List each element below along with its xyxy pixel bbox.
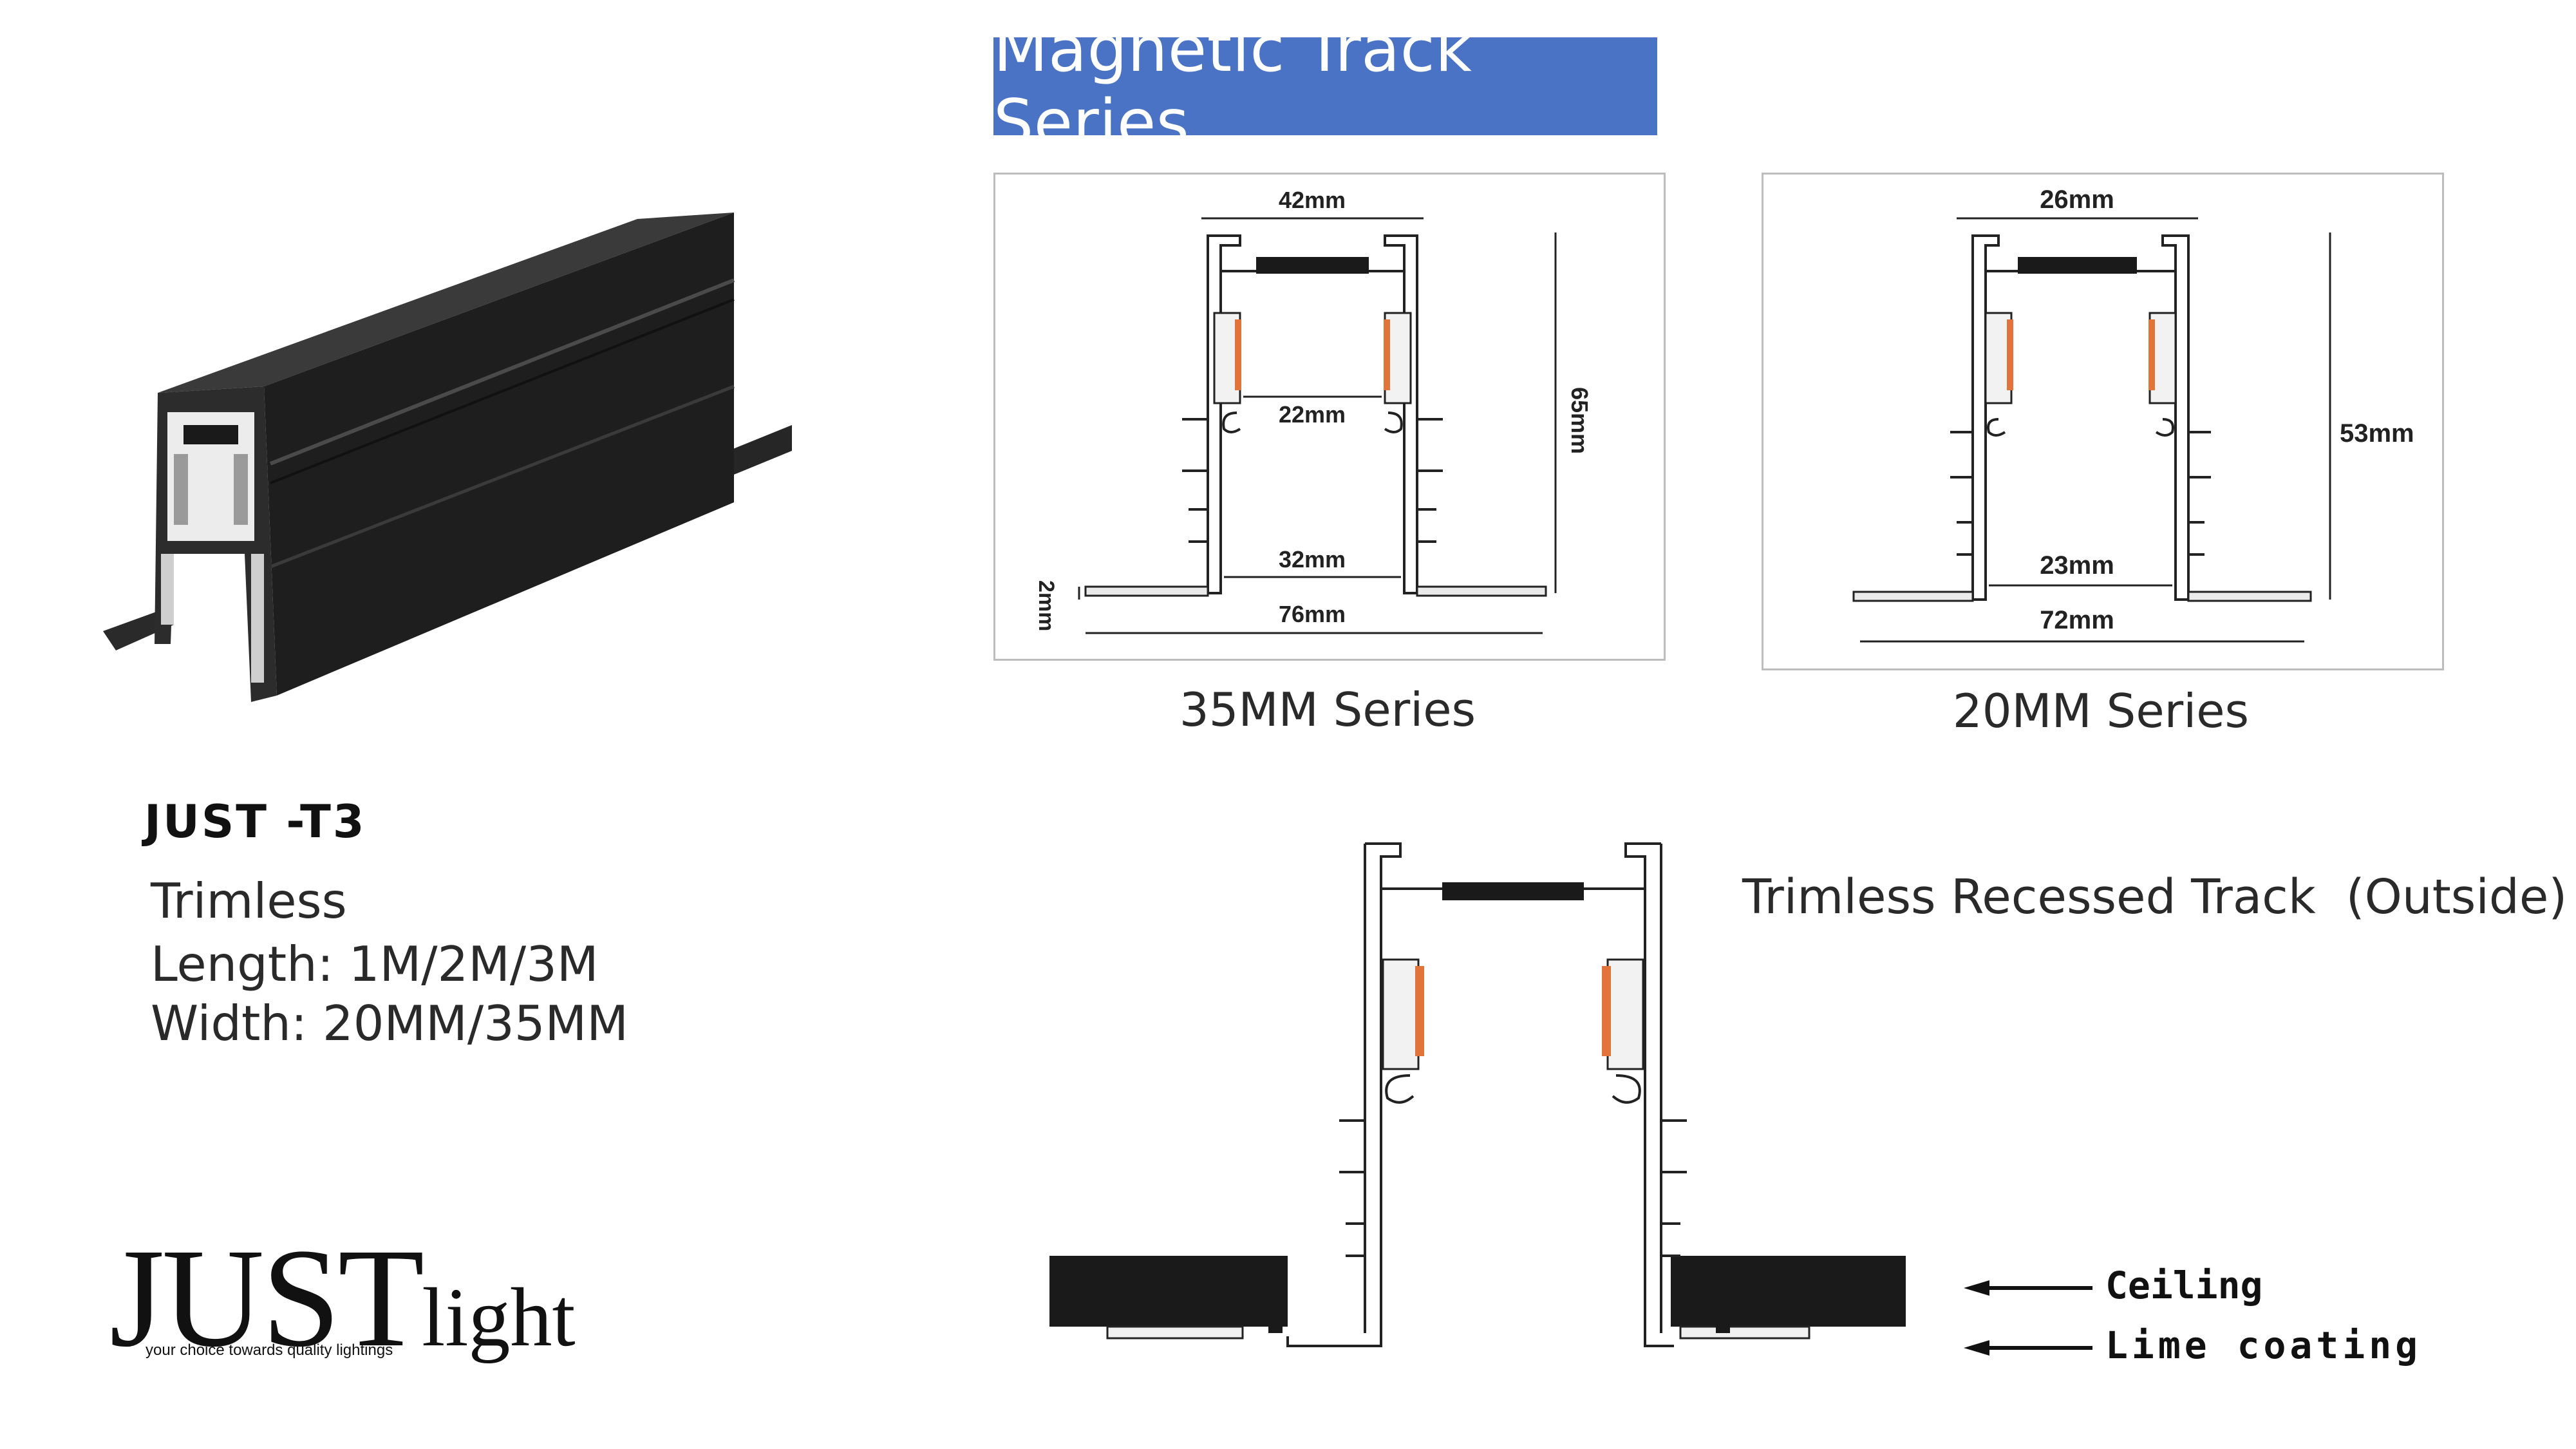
ceiling-arrow xyxy=(1964,1278,2092,1298)
ceiling-label: Ceiling xyxy=(2105,1264,2263,1307)
dim-35-lip: 2mm xyxy=(1034,580,1058,631)
lime-coating-label: Lime coating xyxy=(2105,1323,2422,1367)
series-35-caption: 35MM Series xyxy=(1179,683,1476,737)
dim-35-inner: 22mm xyxy=(1279,401,1346,428)
dim-35-top: 42mm xyxy=(1279,187,1346,213)
dim-35-base: 32mm xyxy=(1279,546,1346,573)
product-length: Length: 1M/2M/3M xyxy=(151,936,599,992)
dim-20-height: 53mm xyxy=(2340,419,2414,448)
banner-title: Magnetic Track Series xyxy=(993,13,1472,160)
install-title: Trimless Recessed Track (Outside) xyxy=(1742,869,2568,925)
dim-35-overall: 76mm xyxy=(1279,601,1346,627)
series-35-diagram: 42mm 22mm 32mm 76mm xyxy=(993,173,1666,661)
dim-35-height: 65mm xyxy=(1566,387,1593,454)
dim-20-top: 26mm xyxy=(2040,185,2114,214)
lime-arrow xyxy=(1964,1338,2092,1358)
product-model: JUST -T3 xyxy=(144,795,366,848)
series-20-diagram: 26mm 23mm 72mm 53mm xyxy=(1762,173,2444,670)
dim-20-overall: 72mm xyxy=(2040,606,2114,634)
series-20-caption: 20MM Series xyxy=(1952,684,2250,738)
series-banner: Magnetic Track Series xyxy=(993,13,1657,160)
product-type: Trimless xyxy=(151,873,347,929)
dim-20-base: 23mm xyxy=(2040,551,2114,580)
logo-tagline: your choice towards quality lightings xyxy=(146,1341,393,1359)
logo-brand-suffix: light xyxy=(422,1271,576,1364)
installation-diagram xyxy=(1030,831,2086,1378)
justlight-logo: JUSTlight your choice towards quality li… xyxy=(109,1227,576,1381)
logo-brand-main: JUST xyxy=(109,1219,424,1376)
product-render xyxy=(97,193,805,708)
product-width: Width: 20MM/35MM xyxy=(151,995,628,1052)
